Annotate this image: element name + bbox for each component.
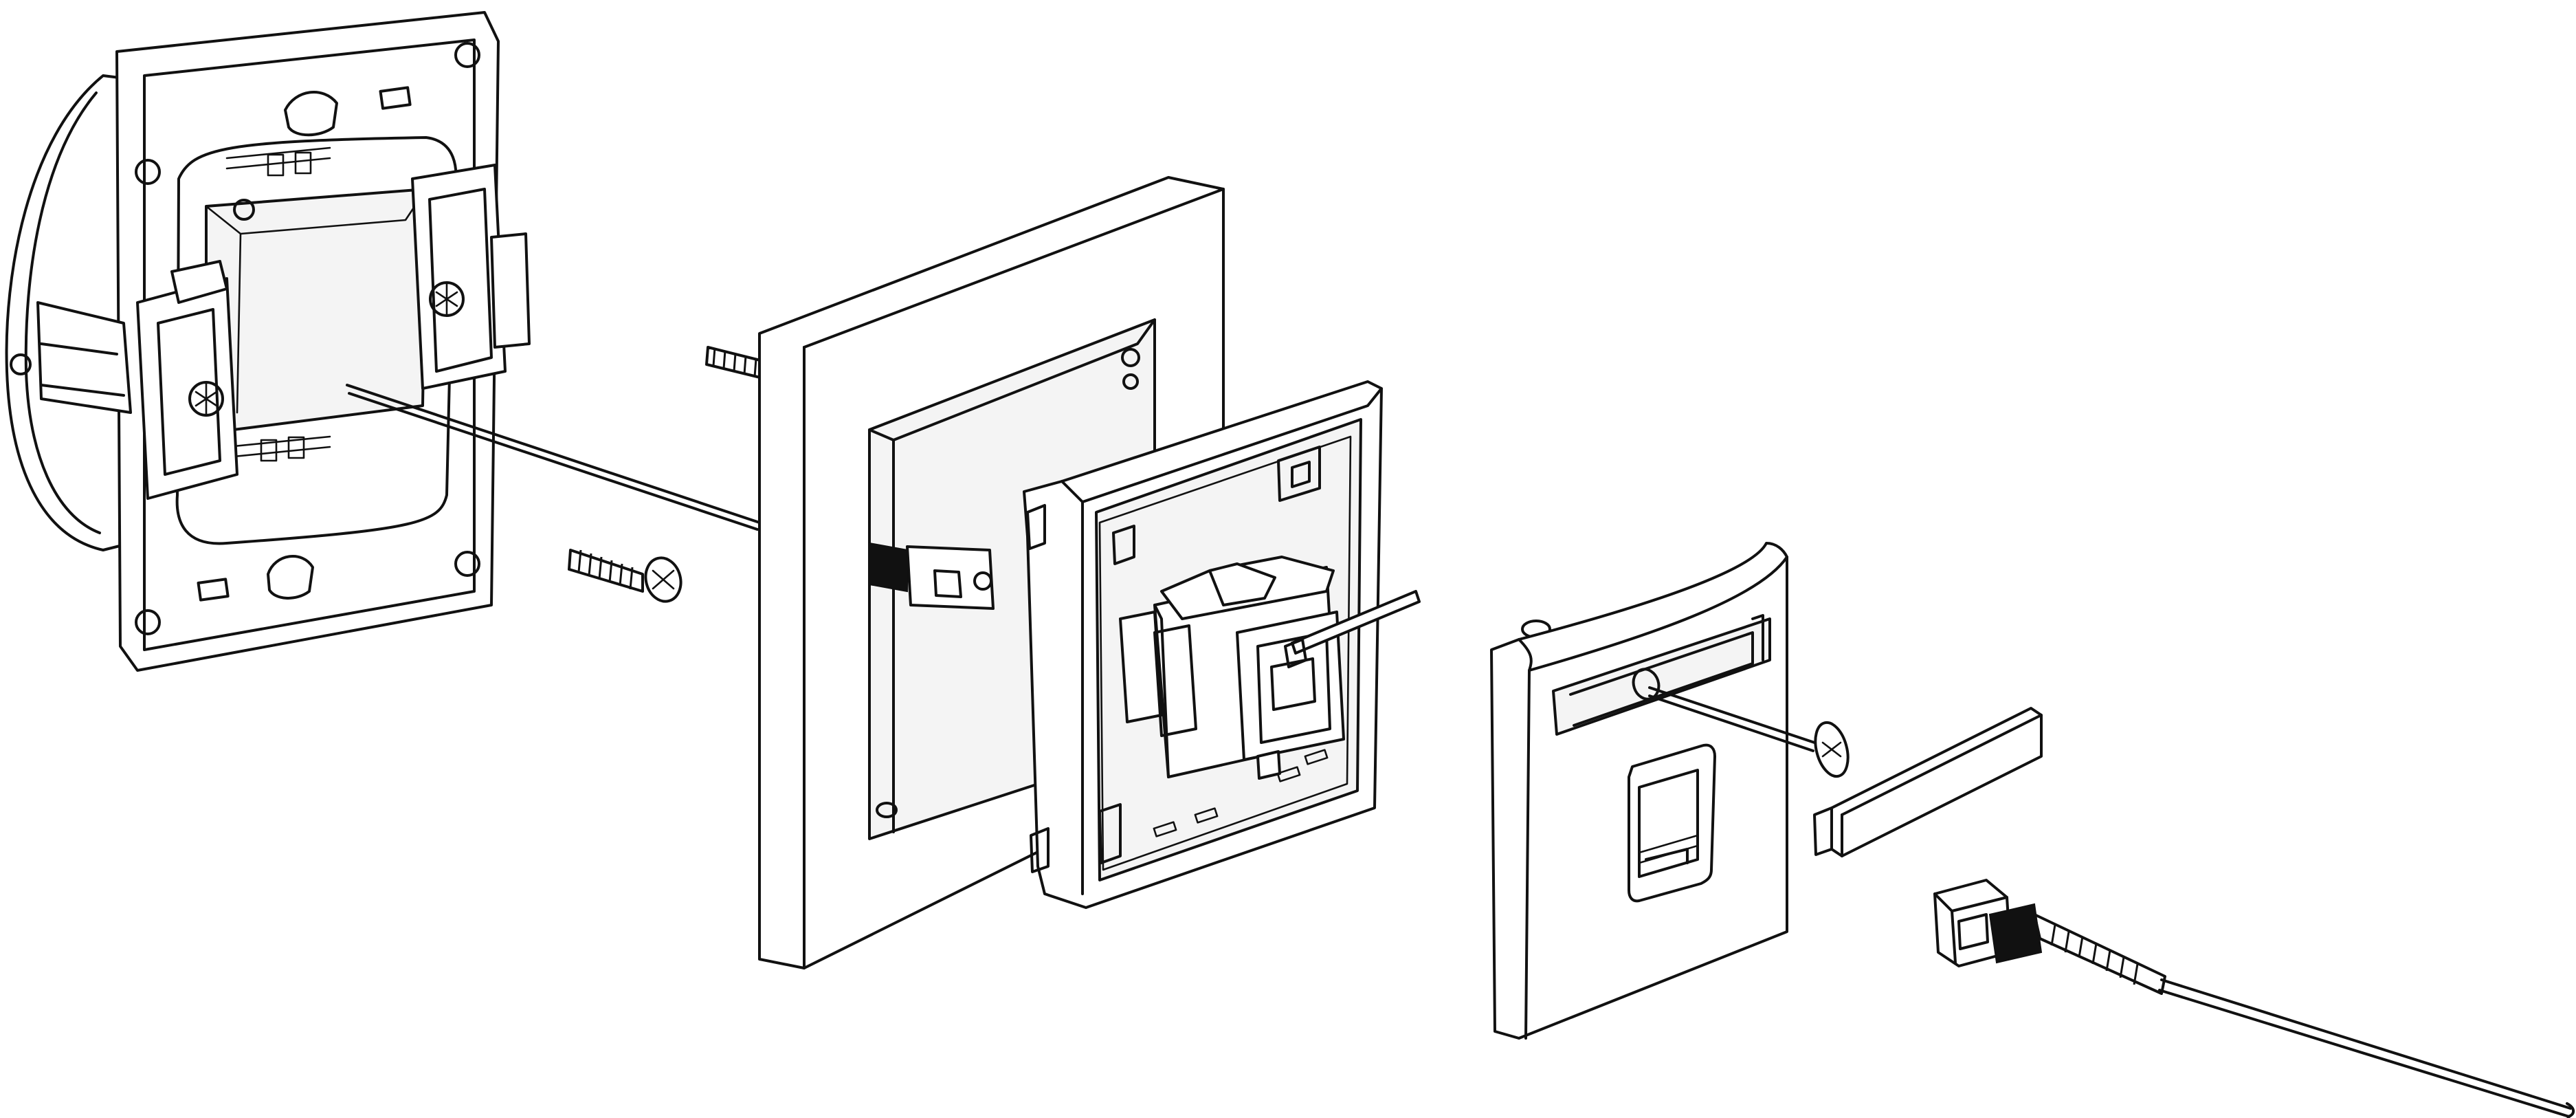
claw-screw: [346, 384, 761, 531]
mounting-frame: [5, 11, 531, 672]
patch-cord: [1933, 879, 2575, 1118]
central-cover-plate: [1490, 542, 1788, 1040]
adapter-module: [1119, 556, 1421, 780]
cover-plate-screw: [1648, 686, 1850, 778]
label-cover: [1813, 707, 2043, 857]
fixing-screw: [568, 549, 682, 603]
